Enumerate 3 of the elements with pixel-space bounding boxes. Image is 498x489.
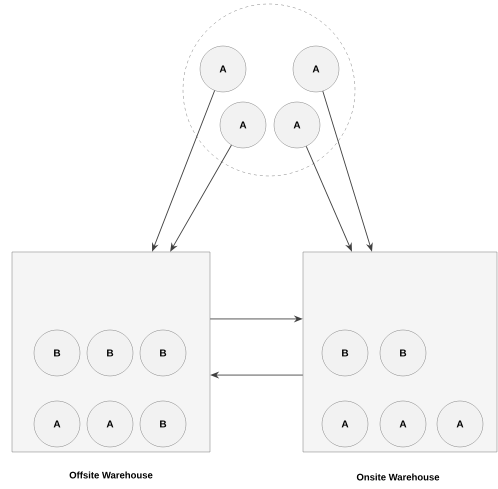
node-label: Onsite Warehouse <box>356 473 440 480</box>
dashed-circle <box>182 4 356 176</box>
node-label: Offsite Warehouse <box>70 471 152 478</box>
